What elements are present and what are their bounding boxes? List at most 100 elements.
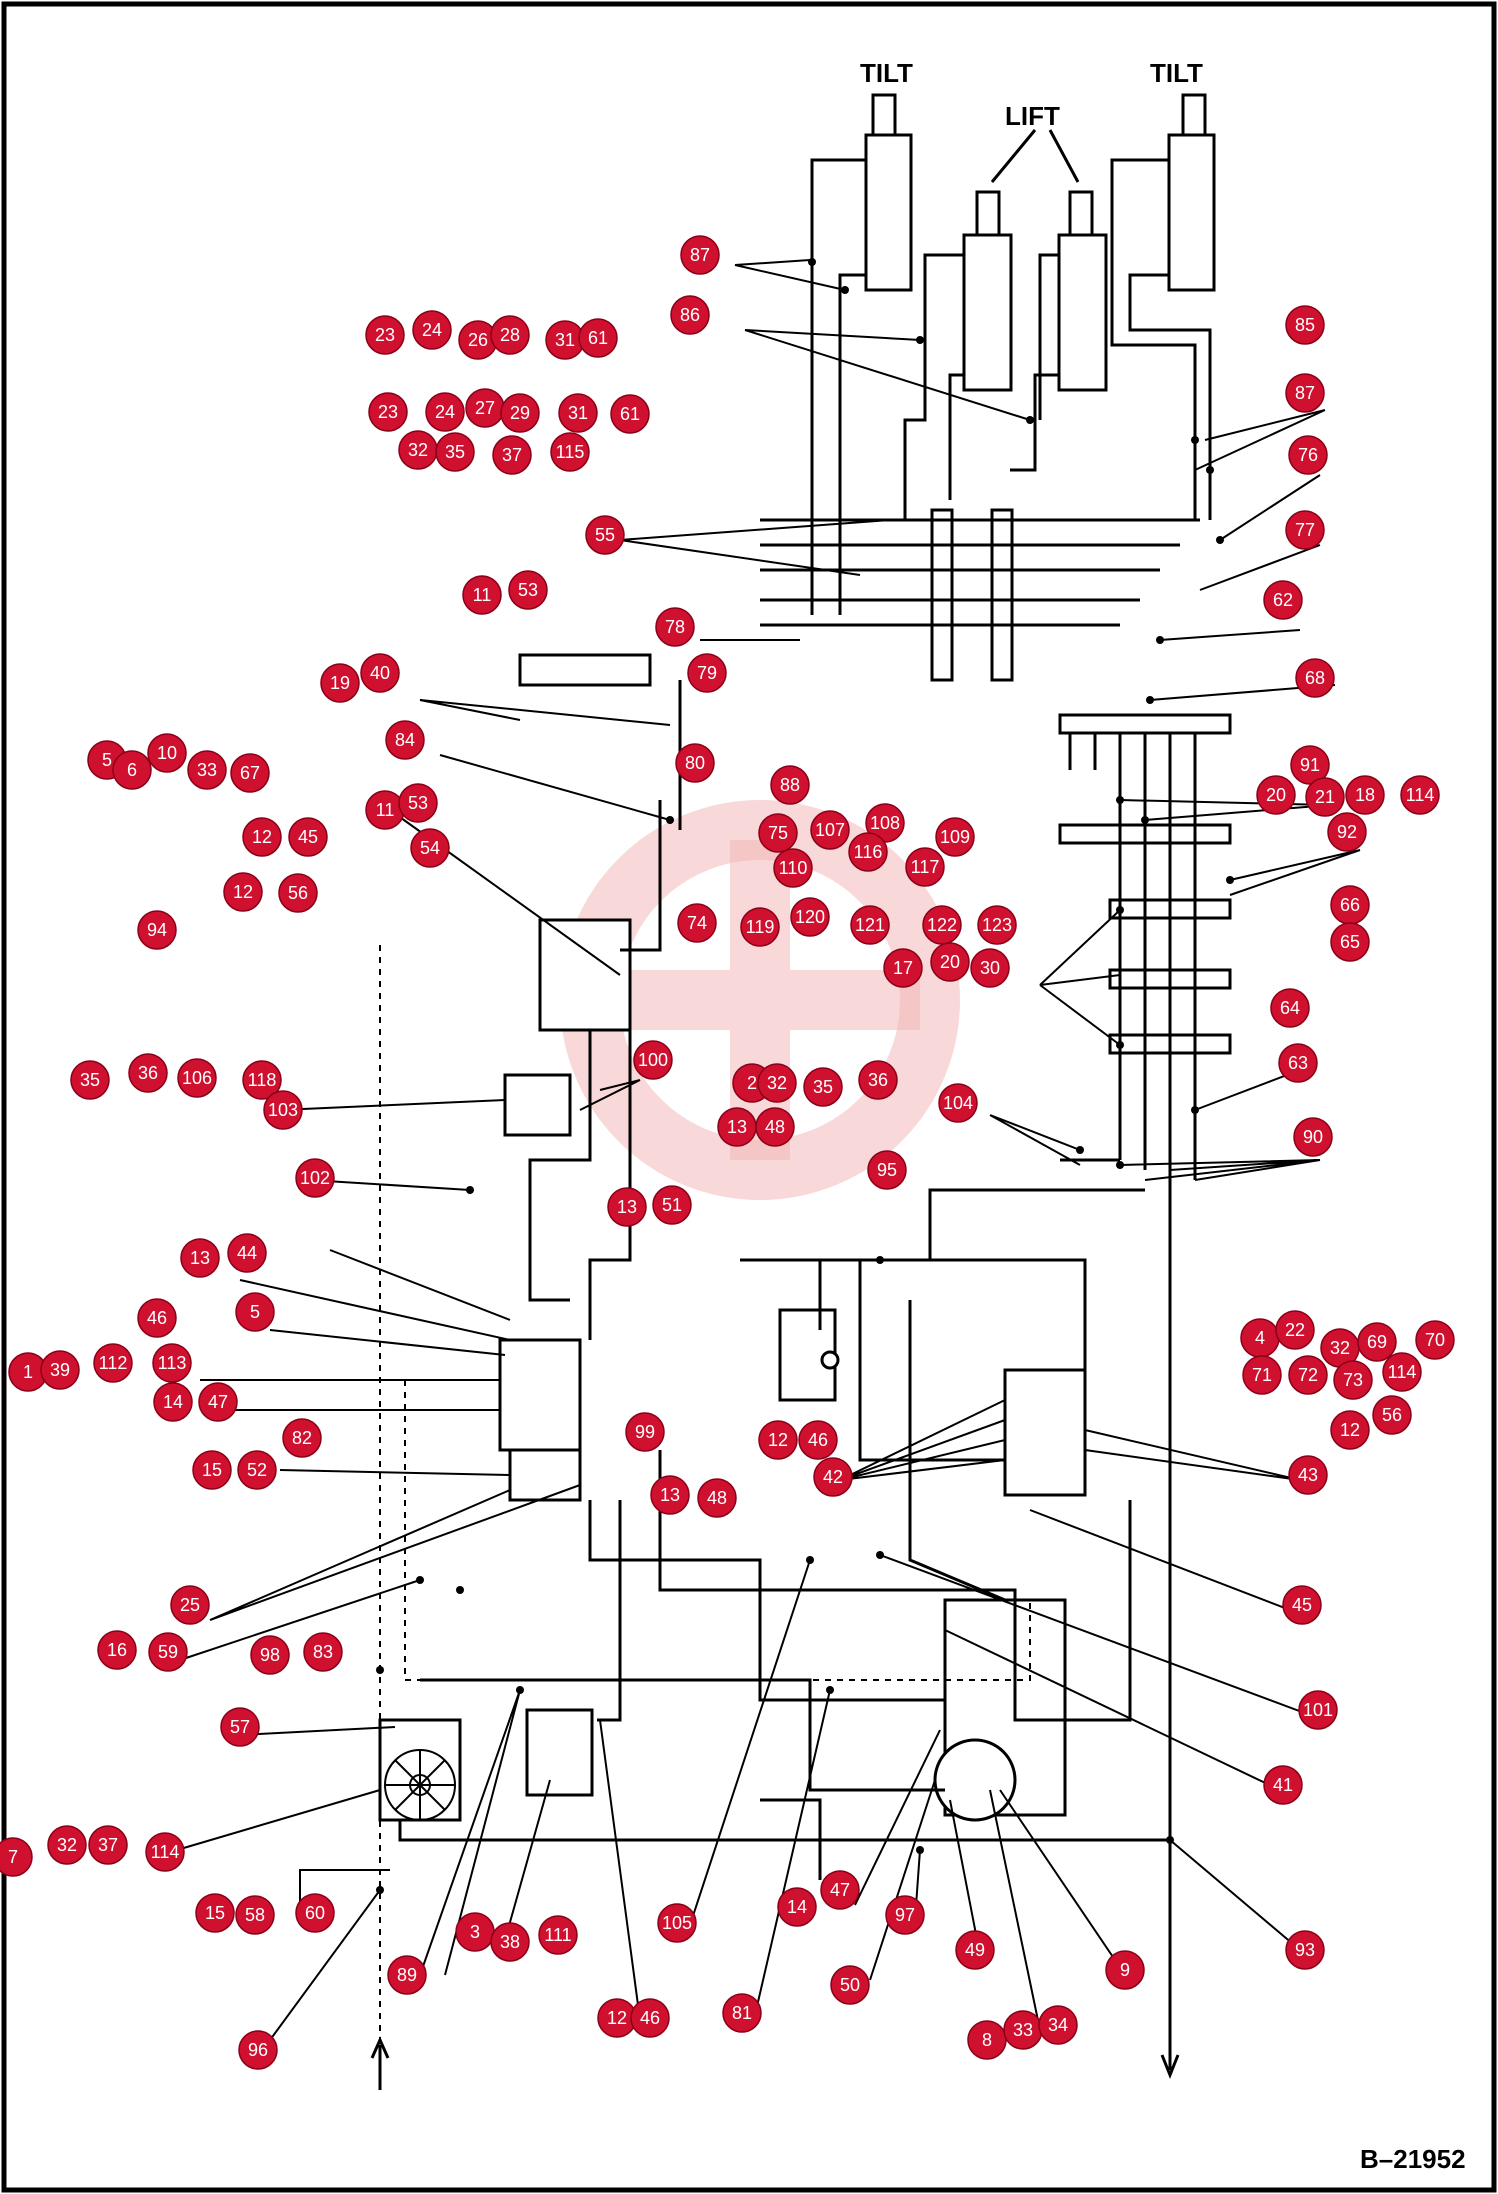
callout-63: 63 xyxy=(1278,1043,1318,1083)
callout-120: 120 xyxy=(790,897,830,937)
callout-98: 98 xyxy=(250,1635,290,1675)
callout-number: 88 xyxy=(780,775,800,795)
callout-bubble xyxy=(687,653,727,693)
callout-61: 61 xyxy=(610,394,650,434)
tilt-cylinder-left xyxy=(864,93,913,292)
callout-bubble xyxy=(670,295,710,335)
callout-14: 14 xyxy=(777,1887,817,1927)
callout-number: 14 xyxy=(163,1392,183,1412)
callout-21: 21 xyxy=(1305,777,1345,817)
callout-72: 72 xyxy=(1288,1355,1328,1395)
callout-122: 122 xyxy=(922,905,962,945)
callout-bubble xyxy=(295,1158,335,1198)
callout-bubble xyxy=(1382,1352,1422,1392)
callout-14: 14 xyxy=(153,1382,193,1422)
callout-number: 77 xyxy=(1295,520,1315,540)
callout-bubble xyxy=(675,743,715,783)
callout-90: 90 xyxy=(1293,1117,1333,1157)
callout-118: 118 xyxy=(242,1060,282,1100)
callout-bubble xyxy=(170,1585,210,1625)
callout-102: 102 xyxy=(295,1158,335,1198)
callout-18: 18 xyxy=(1345,775,1385,815)
callout-number: 29 xyxy=(510,403,530,423)
callout-bubble xyxy=(1327,812,1367,852)
callout-bubble xyxy=(435,432,475,472)
callout-bubble xyxy=(1275,1310,1315,1350)
callout-20: 20 xyxy=(930,942,970,982)
callout-47: 47 xyxy=(198,1382,238,1422)
callout-number: 95 xyxy=(877,1160,897,1180)
callout-110: 110 xyxy=(773,848,813,888)
callout-bubble xyxy=(820,1870,860,1910)
callout-number: 22 xyxy=(1285,1320,1305,1340)
callout-73: 73 xyxy=(1333,1360,1373,1400)
reservoir-block xyxy=(525,1708,594,1797)
callout-bubble xyxy=(558,393,598,433)
callout-bubble xyxy=(655,607,695,647)
tilt-cylinder-right xyxy=(1167,93,1216,292)
callout-bubble xyxy=(288,817,328,857)
callout-number: 76 xyxy=(1298,445,1318,465)
callout-bubble xyxy=(758,1420,798,1460)
callout-56: 56 xyxy=(278,873,318,913)
hose-tilt-left xyxy=(810,158,866,615)
callout-101: 101 xyxy=(1298,1690,1338,1730)
callout-bubble xyxy=(938,1083,978,1123)
callout-55: 55 xyxy=(585,515,625,555)
callout-number: 86 xyxy=(680,305,700,325)
callout-bubble xyxy=(180,1238,220,1278)
callout-number: 18 xyxy=(1355,785,1375,805)
lift-cylinder-left xyxy=(962,190,1013,392)
callout-7: 7 xyxy=(0,1837,33,1877)
callout-53: 53 xyxy=(398,783,438,823)
callout-45: 45 xyxy=(288,817,328,857)
callout-bubble xyxy=(177,1058,217,1098)
callout-bubble xyxy=(1415,1320,1455,1360)
callout-53: 53 xyxy=(508,570,548,610)
callout-46: 46 xyxy=(630,1998,670,2038)
callout-number: 100 xyxy=(638,1050,668,1070)
callout-66: 66 xyxy=(1330,885,1370,925)
callout-number: 37 xyxy=(502,445,522,465)
callout-74: 74 xyxy=(677,903,717,943)
callout-6: 6 xyxy=(112,750,152,790)
callout-number: 72 xyxy=(1298,1365,1318,1385)
callout-47: 47 xyxy=(820,1870,860,1910)
callout-bubble xyxy=(490,1922,530,1962)
callout-number: 23 xyxy=(375,325,395,345)
callout-number: 118 xyxy=(248,1070,277,1090)
callout-bubble xyxy=(1285,373,1325,413)
callout-bubble xyxy=(152,1343,192,1383)
callout-34: 34 xyxy=(1038,2005,1078,2045)
callout-77: 77 xyxy=(1285,510,1325,550)
callout-bubble xyxy=(198,1382,238,1422)
callout-bubble xyxy=(652,1185,692,1225)
callout-48: 48 xyxy=(697,1478,737,1518)
callout-13: 13 xyxy=(607,1187,647,1227)
callout-number: 5 xyxy=(102,750,112,770)
callout-85: 85 xyxy=(1285,305,1325,345)
callout-69: 69 xyxy=(1357,1322,1397,1362)
callout-number: 92 xyxy=(1337,822,1357,842)
callout-bubble xyxy=(1288,435,1328,475)
callout-number: 12 xyxy=(252,827,272,847)
callout-number: 70 xyxy=(1425,1330,1445,1350)
callout-37: 37 xyxy=(492,435,532,475)
callout-37: 37 xyxy=(88,1825,128,1865)
callout-82: 82 xyxy=(282,1418,322,1458)
relief-valve xyxy=(503,1073,572,1137)
callout-number: 51 xyxy=(662,1195,682,1215)
callout-number: 39 xyxy=(50,1360,70,1380)
callout-bubble xyxy=(112,750,152,790)
drawing-number: B–21952 xyxy=(1360,2144,1466,2174)
callout-93: 93 xyxy=(1285,1930,1325,1970)
callout-123: 123 xyxy=(977,905,1017,945)
callout-bubble xyxy=(630,1998,670,2038)
right-rail-bundle xyxy=(928,713,1232,1260)
callout-bubble xyxy=(242,1060,282,1100)
callout-number: 46 xyxy=(808,1430,828,1450)
callout-13: 13 xyxy=(180,1238,220,1278)
callout-bubble xyxy=(803,1067,843,1107)
callout-number: 24 xyxy=(422,320,442,340)
callout-15: 15 xyxy=(192,1450,232,1490)
